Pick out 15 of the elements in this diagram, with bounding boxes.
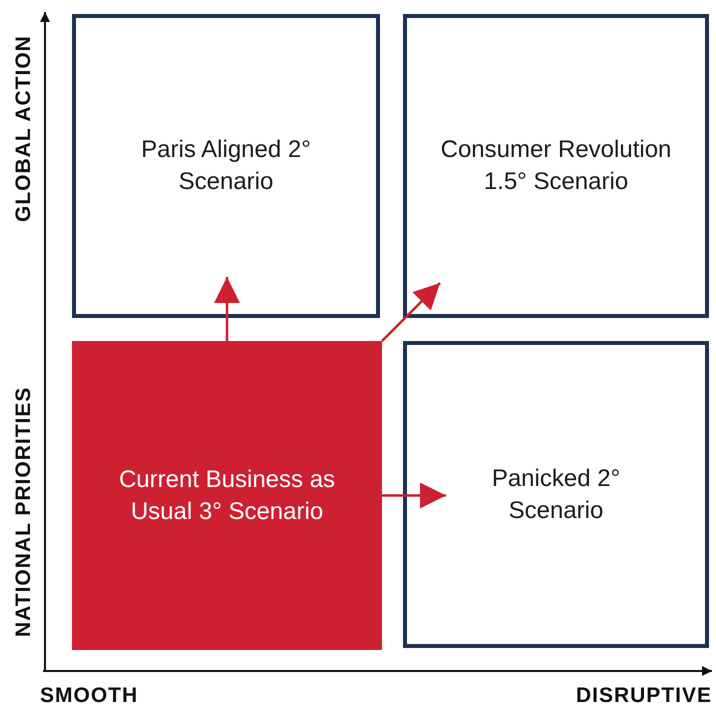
scenario-label: Panicked 2° Scenario	[490, 464, 622, 526]
axis-label: NATIONAL PRIORITIES	[12, 386, 36, 640]
axis-label: GLOBAL ACTION	[12, 34, 36, 224]
scenario-box	[72, 14, 380, 318]
scenario-box	[403, 14, 709, 318]
arrow	[214, 277, 240, 341]
axis-label: DISRUPTIVE	[576, 684, 712, 708]
axis-label: SMOOTH	[40, 684, 138, 708]
current-scenario-box	[72, 341, 382, 650]
arrow	[381, 282, 441, 342]
scenario-box	[403, 341, 709, 648]
scenario-label: Paris Aligned 2° Scenario	[140, 135, 312, 197]
scenario-label: Consumer Revolution 1.5° Scenario	[440, 135, 672, 197]
scenario-label: Current Business as Usual 3° Scenario	[118, 464, 336, 526]
arrow	[382, 482, 446, 508]
